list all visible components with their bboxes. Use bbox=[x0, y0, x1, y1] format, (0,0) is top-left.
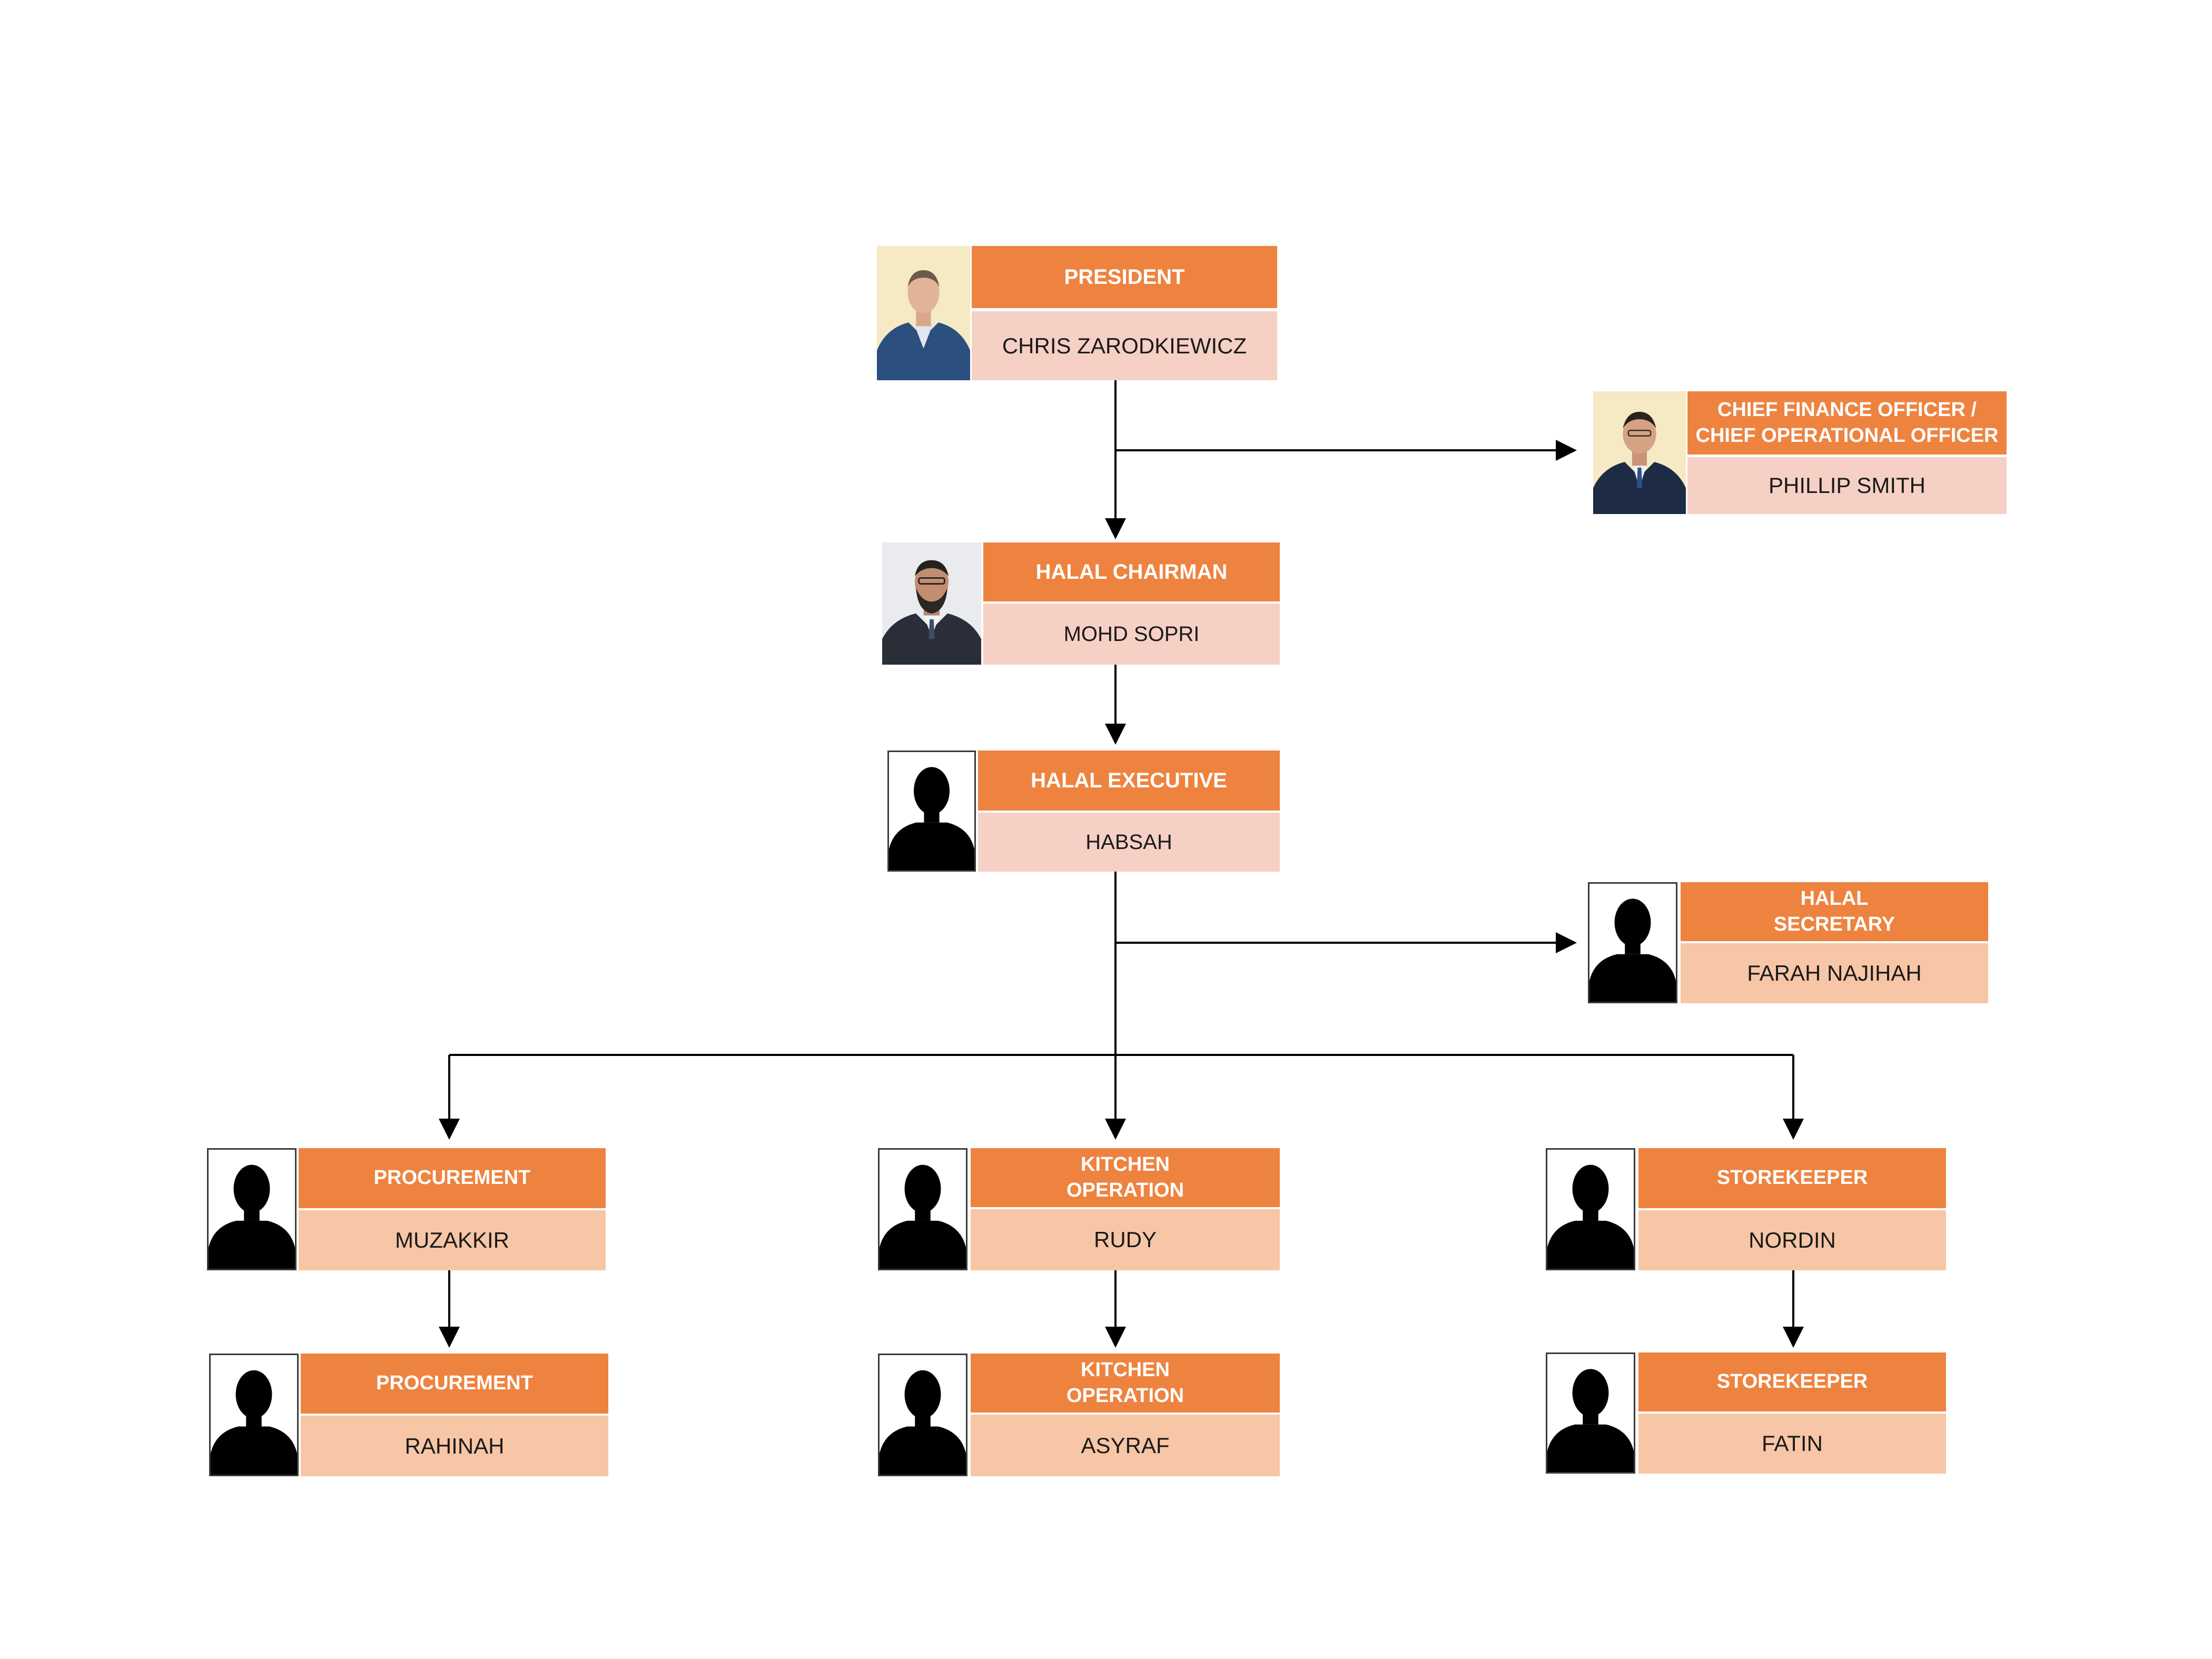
person-silhouette-icon bbox=[207, 1148, 297, 1270]
node-president: PRESIDENT CHRIS ZARODKIEWICZ bbox=[877, 246, 1277, 380]
node-procurement-1: PROCUREMENT MUZAKKIR bbox=[207, 1148, 606, 1270]
node-title: HALAL SECRETARY bbox=[1681, 882, 1988, 941]
node-title: PRESIDENT bbox=[972, 246, 1277, 308]
node-name: FATIN bbox=[1638, 1414, 1946, 1474]
node-name: FARAH NAJIHAH bbox=[1681, 943, 1988, 1003]
node-cfo: CHIEF FINANCE OFFICER / CHIEF OPERATIONA… bbox=[1593, 391, 2007, 514]
node-name: RAHINAH bbox=[301, 1416, 608, 1476]
node-title: STOREKEEPER bbox=[1638, 1148, 1946, 1208]
person-silhouette-icon bbox=[878, 1148, 967, 1270]
node-halal-executive: HALAL EXECUTIVE HABSAH bbox=[887, 750, 1280, 872]
portrait-photo bbox=[877, 246, 970, 380]
node-kitchen-operation-1: KITCHEN OPERATION RUDY bbox=[878, 1148, 1280, 1270]
person-silhouette-icon bbox=[1546, 1352, 1635, 1474]
node-kitchen-operation-2: KITCHEN OPERATION ASYRAF bbox=[878, 1354, 1280, 1476]
node-storekeeper-1: STOREKEEPER NORDIN bbox=[1546, 1148, 1946, 1270]
node-name: CHRIS ZARODKIEWICZ bbox=[972, 311, 1277, 380]
node-title: STOREKEEPER bbox=[1638, 1352, 1946, 1411]
node-title: KITCHEN OPERATION bbox=[971, 1354, 1280, 1413]
person-silhouette-icon bbox=[1546, 1148, 1635, 1270]
person-silhouette-icon bbox=[878, 1354, 967, 1476]
portrait-photo bbox=[1593, 391, 1686, 514]
node-name: HABSAH bbox=[978, 813, 1280, 872]
node-title: KITCHEN OPERATION bbox=[971, 1148, 1280, 1207]
person-silhouette-icon bbox=[209, 1354, 299, 1476]
node-name: RUDY bbox=[971, 1209, 1280, 1270]
person-silhouette-icon bbox=[887, 750, 976, 872]
node-title: HALAL CHAIRMAN bbox=[983, 542, 1280, 601]
node-halal-secretary: HALAL SECRETARY FARAH NAJIHAH bbox=[1588, 882, 1988, 1003]
node-title: PROCUREMENT bbox=[301, 1354, 608, 1414]
node-storekeeper-2: STOREKEEPER FATIN bbox=[1546, 1352, 1946, 1474]
node-name: NORDIN bbox=[1638, 1210, 1946, 1270]
node-name: PHILLIP SMITH bbox=[1687, 457, 2007, 514]
node-name: MUZAKKIR bbox=[299, 1210, 606, 1270]
node-name: ASYRAF bbox=[971, 1415, 1280, 1476]
person-silhouette-icon bbox=[1588, 882, 1677, 1003]
node-name: MOHD SOPRI bbox=[983, 604, 1280, 665]
node-title: PROCUREMENT bbox=[299, 1148, 606, 1208]
node-title: HALAL EXECUTIVE bbox=[978, 750, 1280, 811]
node-title: CHIEF FINANCE OFFICER / CHIEF OPERATIONA… bbox=[1687, 391, 2007, 455]
node-procurement-2: PROCUREMENT RAHINAH bbox=[209, 1354, 608, 1476]
portrait-photo bbox=[882, 542, 981, 665]
node-halal-chairman: HALAL CHAIRMAN MOHD SOPRI bbox=[882, 542, 1280, 665]
